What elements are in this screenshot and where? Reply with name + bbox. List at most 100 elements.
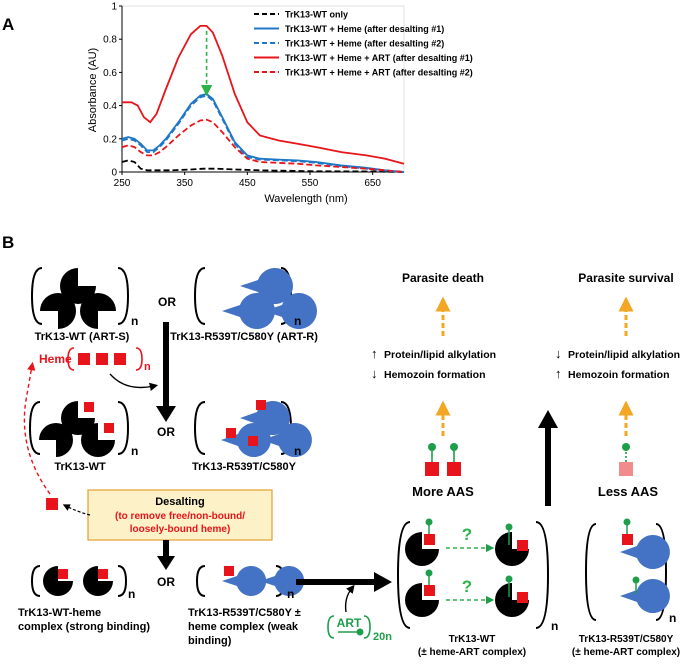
question-mark: ?: [462, 525, 472, 544]
subscript-n: n: [669, 611, 676, 625]
legend-label: TrK13-WT + Heme + ART (after desalting #…: [285, 53, 473, 63]
panel-b-label: B: [2, 233, 14, 252]
mutant-heme-label: TrK13-R539T/C580Y: [192, 461, 297, 473]
series-line: [121, 94, 405, 173]
heme-add-arrow: [109, 373, 159, 391]
wt-monomer: [80, 293, 116, 329]
flow-arrowhead: [156, 406, 176, 422]
art-label: ART: [337, 616, 362, 630]
flow-arrowhead-right: [374, 572, 392, 592]
art-molecule-icon: [356, 628, 364, 636]
wt-monomer: [60, 268, 96, 304]
y-tick-label: 0.8: [103, 35, 117, 46]
heme-label: Heme: [39, 352, 72, 366]
mutant-oligomer-apo: n: [193, 267, 317, 330]
wt-art-label1: TrK13-WT: [449, 634, 496, 645]
legend-label: TrK13-WT + Heme (after desalting #2): [285, 39, 444, 49]
legend-label: TrK13-WT + Heme (after desalting #1): [285, 24, 444, 34]
subscript-n: n: [131, 314, 138, 328]
or-text: OR: [157, 575, 175, 589]
x-tick-label: 250: [114, 178, 131, 189]
wt-oligomer-heme: n: [28, 401, 138, 458]
subscript-n: n: [131, 444, 138, 458]
mut-art-label2: (± heme-ART complex): [572, 647, 680, 658]
or-text: OR: [158, 295, 176, 309]
mutant-complex-line3: binding): [188, 635, 232, 647]
y-tick-label: 0.2: [103, 134, 117, 145]
wt-art-label2: (± heme-ART complex): [418, 647, 526, 658]
mutant-complex-line2: heme complex (weak: [188, 621, 299, 633]
removed-heme-square: [46, 498, 58, 510]
series-line: [121, 118, 405, 173]
wt-complex-line1: TrK13-WT-heme: [18, 607, 101, 619]
less-aas-label: Less AAS: [598, 484, 659, 499]
flow-arrowhead-up: [538, 410, 558, 428]
subscript-n: n: [294, 314, 301, 328]
panel-a-label: A: [2, 15, 14, 34]
wt-oligomer-apo: n: [30, 267, 138, 329]
art-add-arrow: [344, 584, 355, 613]
subscript-n: n: [128, 587, 135, 601]
less-aas-icon: [619, 443, 633, 476]
desalting-sub1: (to remove free/non-bound/: [115, 511, 245, 522]
parasite-survival: Parasite survival: [578, 271, 673, 285]
legend-label: TrK13-WT + Heme + ART (after desalting #…: [285, 68, 473, 78]
question-mark: ?: [462, 577, 472, 596]
or-text: OR: [157, 425, 175, 439]
mutant-monomer: [222, 293, 275, 330]
mutant-monomer: [240, 268, 293, 304]
x-tick-label: 350: [176, 178, 193, 189]
desalting-sub2: loosely-bound heme): [130, 524, 231, 535]
desalting-box: Desalting (to remove free/non-bound/ loo…: [87, 489, 273, 541]
mutant-heme-art-complex: n: [584, 518, 676, 625]
wt-monomer: [40, 293, 76, 329]
series-line: [121, 159, 405, 173]
wt-heme-label: TrK13-WT: [54, 461, 106, 473]
x-tick-label: 550: [302, 178, 319, 189]
heme-square: [78, 353, 90, 365]
y-tick-label: 0.4: [103, 101, 117, 112]
series-line: [122, 25, 405, 165]
wt-complex-line2: complex (strong binding): [18, 621, 150, 633]
mut-alkylation: Protein/lipid alkylation: [568, 349, 680, 361]
mutant-monomer: [264, 293, 317, 330]
more-aas-label: More AAS: [412, 484, 474, 499]
y-tick-label: 0: [111, 168, 117, 179]
wt-alkylation: Protein/lipid alkylation: [384, 349, 496, 361]
heme-group: n: [67, 347, 151, 373]
series-line: [121, 93, 405, 173]
wt-heme-complex: n: [30, 565, 135, 601]
heme-subscript-n: n: [144, 361, 151, 373]
down-arrow: ↓: [371, 366, 378, 381]
wt-art-s-label: TrK13-WT (ART-S): [35, 331, 130, 343]
y-tick-label: 1: [111, 2, 117, 13]
parasite-death: Parasite death: [402, 271, 484, 285]
mut-art-label1: TrK13-R539T/C580Y: [579, 634, 674, 645]
chart-series: [121, 25, 405, 173]
mutant-complex-line1: TrK13-R539T/C580Y ±: [188, 607, 301, 619]
legend-label: TrK13-WT only: [285, 10, 348, 20]
x-axis-label: Wavelength (nm): [264, 193, 347, 205]
x-tick-label: 450: [239, 178, 256, 189]
removed-heme-arrow: [62, 504, 91, 516]
mut-hemozoin: Hemozoin formation: [568, 369, 670, 381]
heme-recycle-arrow: [23, 361, 51, 495]
more-aas-icon: [425, 443, 461, 476]
wt-heme-art-complex: ? ? n: [396, 518, 558, 633]
up-arrow: ↑: [555, 366, 562, 381]
flow-arrowhead-2: [157, 556, 175, 570]
mutant-heme-complex: n: [195, 565, 305, 601]
mutant-art-r-label: TrK13-R539T/C580Y (ART-R): [170, 331, 318, 343]
art-count: 20n: [373, 631, 392, 643]
subscript-n: n: [287, 587, 294, 601]
subscript-n: n: [551, 619, 558, 633]
heme-square: [96, 353, 108, 365]
down-arrow: ↓: [555, 346, 562, 361]
wt-hemozoin: Hemozoin formation: [384, 369, 486, 381]
x-tick-label: 650: [364, 178, 381, 189]
subscript-n: n: [294, 444, 301, 458]
art-group: ART 20n: [327, 615, 392, 643]
